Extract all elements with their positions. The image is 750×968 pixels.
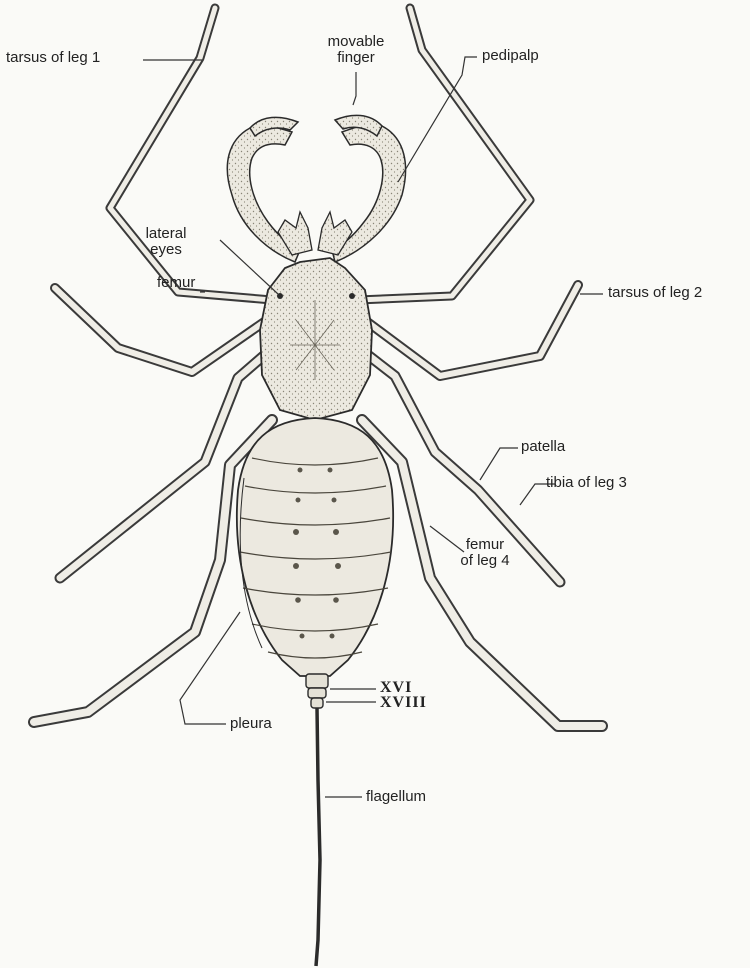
leader-patella: [480, 448, 518, 480]
label-femur-of-leg-4: femur of leg 4: [440, 537, 530, 569]
lateral-eye-right: [349, 293, 355, 299]
pedipalps: [227, 115, 405, 262]
label-movable-finger-line1: movable: [306, 34, 406, 50]
label-femur-of-leg-4-line2: of leg 4: [440, 553, 530, 569]
label-movable-finger-line2: finger: [306, 50, 406, 66]
label-segment-xviii: XVIII: [380, 695, 427, 711]
label-tarsus-of-leg-1: tarsus of leg 1: [6, 50, 100, 66]
leader-pleura: [180, 612, 240, 724]
chelicerae: [278, 212, 352, 255]
abdomen: [237, 418, 393, 676]
label-tibia-of-leg-3: tibia of leg 3: [546, 475, 627, 491]
label-pedipalp: pedipalp: [482, 48, 539, 64]
flagellum-whip: [316, 708, 320, 966]
label-patella: patella: [521, 439, 565, 455]
label-movable-finger: movable finger: [306, 34, 406, 66]
carapace: [260, 258, 372, 420]
label-lateral-eyes-line2: eyes: [126, 242, 206, 258]
label-femur: femur: [157, 275, 195, 291]
label-lateral-eyes: lateral eyes: [126, 226, 206, 258]
tail: [306, 674, 328, 708]
label-flagellum: flagellum: [366, 789, 426, 805]
label-lateral-eyes-line1: lateral: [126, 226, 206, 242]
label-tarsus-of-leg-2: tarsus of leg 2: [608, 285, 702, 301]
leader-movable-finger: [353, 72, 356, 105]
label-pleura: pleura: [230, 716, 272, 732]
label-femur-of-leg-4-line1: femur: [440, 537, 530, 553]
